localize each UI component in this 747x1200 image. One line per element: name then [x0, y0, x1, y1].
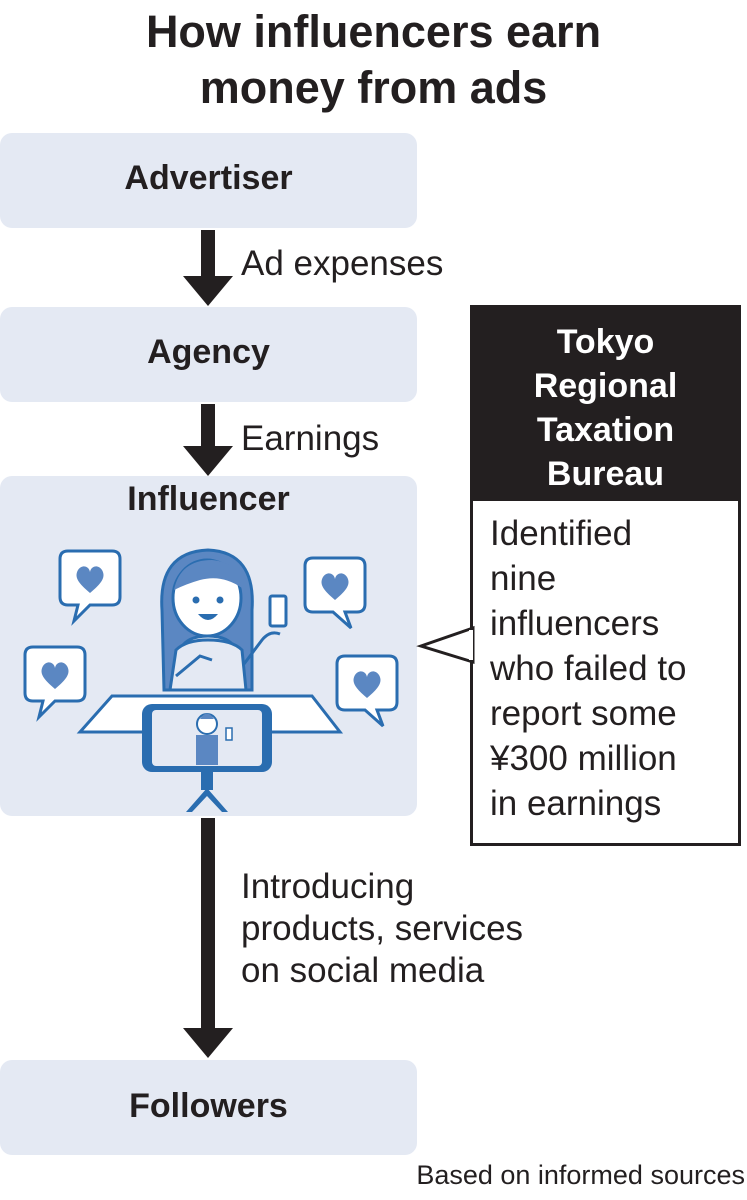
earnings-label: Earnings [241, 419, 380, 458]
tax-body-line-1: Identified [490, 514, 633, 553]
tax-bureau-callout: Tokyo Regional Taxation Bureau Identifie… [470, 305, 741, 846]
influencer-person-icon [160, 548, 288, 692]
heart-bubble-icon [23, 645, 87, 722]
tax-header-line-4: Bureau [546, 455, 665, 493]
agency-box: Agency [0, 307, 417, 402]
arrow-influencer-to-followers [183, 818, 233, 1058]
heart-bubble-icon [335, 654, 399, 728]
title-line-2: money from ads [199, 62, 548, 113]
influencer-label: Influencer [127, 480, 290, 518]
diagram-title: How influencers earn money from ads [0, 4, 747, 116]
introducing-label: Introducing products, services on social… [241, 866, 523, 992]
heart-bubble-icon [303, 556, 367, 630]
tax-bureau-body: Identified nine influencers who failed t… [473, 501, 738, 826]
heart-bubble-icon [58, 549, 122, 626]
flow-arrows [183, 230, 233, 1058]
tax-header-line-2: Regional [533, 367, 678, 405]
introducing-line-1: Introducing [241, 867, 415, 906]
advertiser-label: Advertiser [124, 159, 293, 197]
agency-label: Agency [147, 333, 270, 371]
arrow-advertiser-to-agency [183, 230, 233, 306]
tax-bureau-header: Tokyo Regional Taxation Bureau [473, 308, 738, 501]
tax-body-line-5: report some [490, 694, 677, 733]
tax-body-line-7: in earnings [490, 784, 662, 823]
tax-header-line-1: Tokyo [556, 323, 655, 361]
tax-header-line-3: Taxation [536, 411, 675, 449]
tax-body-line-2: nine [490, 559, 557, 598]
followers-box: Followers [0, 1060, 417, 1155]
arrow-agency-to-influencer [183, 404, 233, 476]
title-line-1: How influencers earn [145, 6, 602, 57]
advertiser-box: Advertiser [0, 133, 417, 228]
followers-label: Followers [129, 1087, 288, 1125]
tax-body-line-6: ¥300 million [490, 739, 677, 778]
introducing-line-2: products, services [241, 909, 524, 948]
callout-pointer [416, 625, 475, 665]
introducing-line-3: on social media [241, 951, 485, 990]
smartphone-on-tripod-icon [142, 704, 272, 812]
source-note: Based on informed sources [416, 1160, 745, 1190]
tax-body-line-3: influencers [490, 604, 660, 643]
ad-expenses-label: Ad expenses [241, 244, 444, 283]
tax-body-line-4: who failed to [490, 649, 687, 688]
